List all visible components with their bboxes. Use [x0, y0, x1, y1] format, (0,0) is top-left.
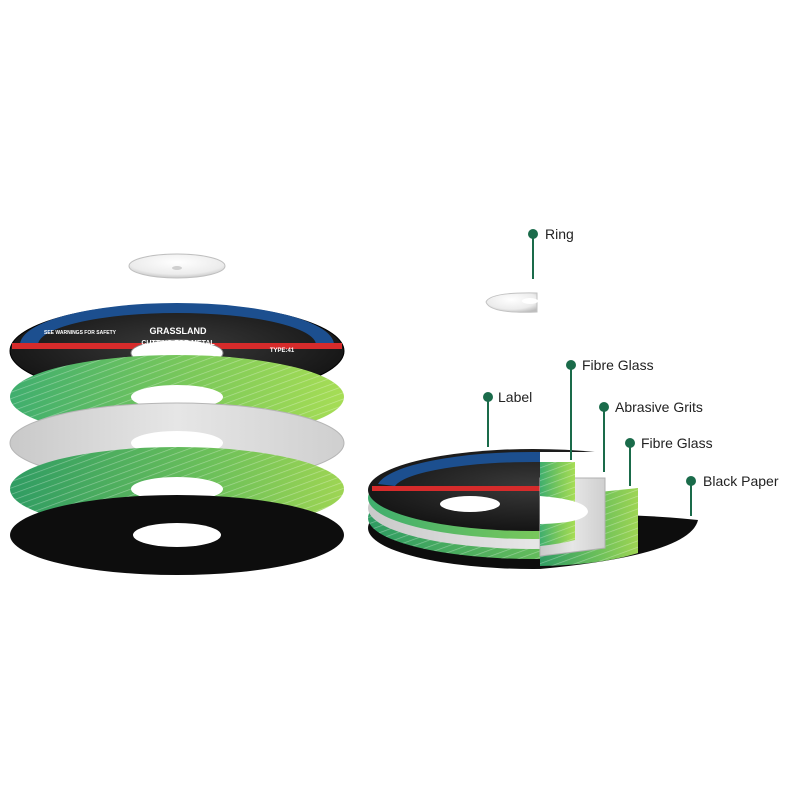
label-type: TYPE:41 [270, 348, 295, 354]
callout-dot [528, 229, 538, 239]
callout-ring: Ring [528, 226, 574, 279]
callout-dot [625, 438, 635, 448]
callout-dot [599, 402, 609, 412]
assembled-disc [368, 449, 700, 570]
black-paper-layer [10, 495, 344, 575]
callout-label-label: Label [498, 389, 532, 405]
callout-label-abrasive-grits: Abrasive Grits [615, 399, 703, 415]
callout-label-fibre-glass-bottom: Fibre Glass [641, 435, 713, 451]
callout-label-black-paper: Black Paper [703, 473, 779, 489]
label-brand: GRASSLAND [149, 326, 207, 336]
callout-dot [483, 392, 493, 402]
ring-washer [129, 254, 225, 278]
callout-dot [686, 476, 696, 486]
ring-half [486, 293, 538, 312]
assembled-cutaway: Ring Fibre Glass Label Abrasive Grits Fi… [368, 226, 779, 570]
label-band-text: SEE WARNINGS FOR SAFETY [44, 330, 117, 336]
exploded-stack: GRASSLAND SEE WARNINGS FOR SAFETY CUTTIN… [10, 254, 344, 575]
callout-label-ring: Ring [545, 226, 574, 242]
callout-label-fibre-glass-top: Fibre Glass [582, 357, 654, 373]
callout-dot [566, 360, 576, 370]
label-application: CUTTING FOR METAL [141, 340, 215, 347]
callout-label-layer: Label [483, 389, 532, 447]
